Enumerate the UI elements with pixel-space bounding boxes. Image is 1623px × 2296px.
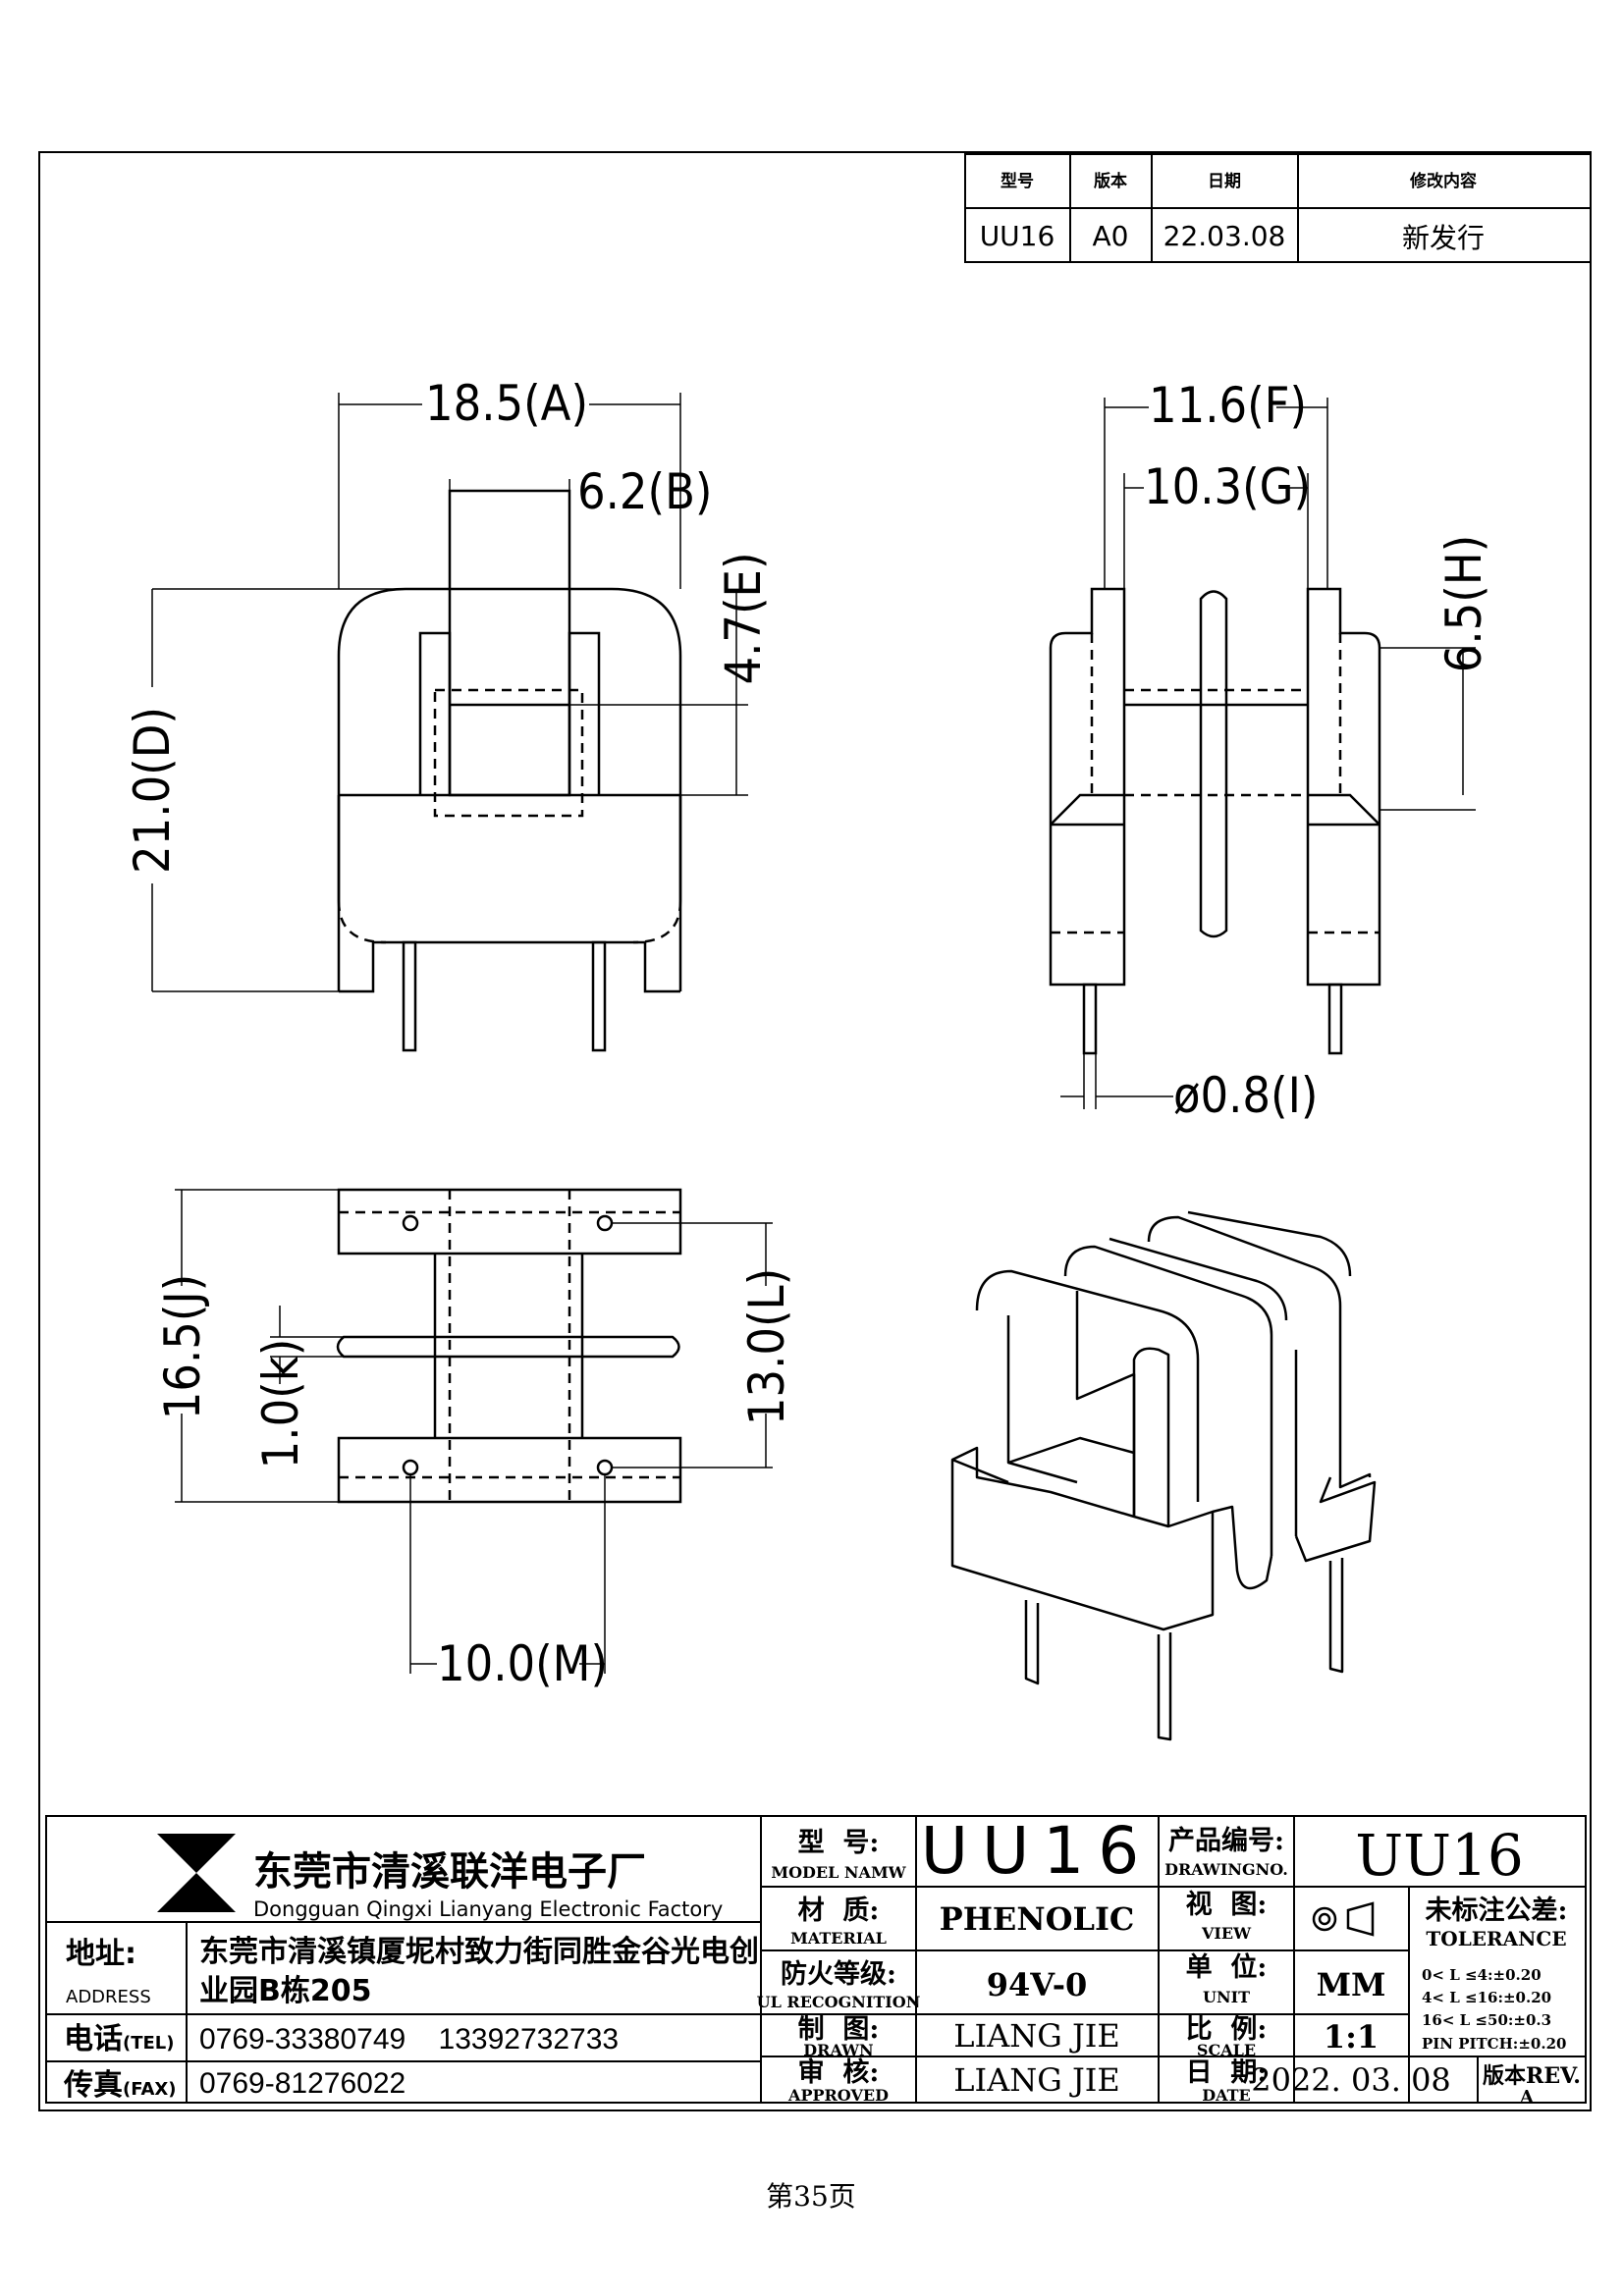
dim-H: 6.5(H) xyxy=(1435,535,1492,672)
tolerance-label-en: TOLERANCE xyxy=(1426,1927,1566,1950)
address-line1: 东莞市清溪镇厦坭村致力街同胜金谷光电创 xyxy=(199,1935,759,1969)
rev-header-date: 日期 xyxy=(1208,172,1241,191)
scale-label: 比 例: xyxy=(1186,2014,1268,2045)
address-label-en: ADDRESS xyxy=(66,1987,151,2007)
drawing-no-label-en: DRAWINGNO. xyxy=(1164,1860,1288,1879)
unit-value: MM xyxy=(1317,1966,1386,2003)
scale-value: 1:1 xyxy=(1324,2018,1379,2056)
date-label: 日 期: xyxy=(1186,2057,1268,2088)
tolerance-line-2: 4< L ≤16:±0.20 xyxy=(1422,1989,1551,2006)
front-dimensions xyxy=(151,393,748,992)
rev-row-model: UU16 xyxy=(980,220,1055,252)
projection-symbol-icon xyxy=(1312,1901,1375,1937)
dim-F: 11.6(F) xyxy=(1149,377,1307,434)
page-number: 第35页 xyxy=(766,2180,856,2213)
fire-value: 94V-0 xyxy=(987,1966,1088,2003)
sheet-border xyxy=(38,151,1592,2111)
dim-E: 4.7(E) xyxy=(715,552,772,684)
material-label-en: MATERIAL xyxy=(790,1929,887,1948)
dim-D: 21.0(D) xyxy=(124,707,181,874)
drawn-value: LIANG JIE xyxy=(953,2017,1120,2055)
address-label: 地址: xyxy=(66,1937,136,1971)
front-view xyxy=(337,489,682,1052)
tolerance-line-4: PIN PITCH:±0.20 xyxy=(1422,2035,1566,2053)
fire-label-en: UL RECOGNITION xyxy=(757,1993,921,2011)
rev-header-model: 型号 xyxy=(1001,171,1034,191)
company-name-en: Dongguan Qingxi Lianyang Electronic Fact… xyxy=(253,1897,723,1921)
model-value: UU16 xyxy=(921,1813,1154,1889)
isometric-view xyxy=(950,1210,1377,1741)
bottom-dimensions xyxy=(175,1189,773,1674)
dim-A: 18.5(A) xyxy=(425,375,588,432)
dim-B: 6.2(B) xyxy=(577,463,712,520)
tolerance-label: 未标注公差: xyxy=(1426,1895,1568,1926)
side-dimensions xyxy=(1060,398,1476,1109)
dim-K: 1.0(k) xyxy=(252,1339,309,1469)
drawing-no-value: UU16 xyxy=(1355,1822,1524,1889)
model-label-en: MODEL NAMW xyxy=(771,1863,906,1882)
rev-label: 版本REV. xyxy=(1483,2063,1581,2089)
dim-G: 10.3(G) xyxy=(1144,458,1311,515)
date-value: 2022. 03. 08 xyxy=(1251,2061,1451,2099)
rev-header-content: 修改内容 xyxy=(1409,171,1477,191)
dim-M: 10.0(M) xyxy=(437,1635,608,1692)
unit-label: 单 位: xyxy=(1186,1951,1268,1983)
company-name-cn: 东莞市清溪联洋电子厂 xyxy=(253,1849,646,1895)
drawn-label: 制 图: xyxy=(798,2014,880,2045)
company-logo xyxy=(157,1834,236,1912)
dim-J: 16.5(J) xyxy=(154,1274,211,1420)
scale-label-en: SCALE xyxy=(1197,2041,1256,2059)
rev-row-date: 22.03.08 xyxy=(1163,220,1286,252)
view-label-en: VIEW xyxy=(1201,1924,1252,1943)
bottom-view xyxy=(336,1188,682,1504)
rev-value: A xyxy=(1519,2087,1535,2108)
rev-row-rev: A0 xyxy=(1093,220,1129,252)
dim-L: 13.0(L) xyxy=(738,1268,795,1425)
rev-header-rev: 版本 xyxy=(1094,171,1127,191)
dim-I: ø0.8(I) xyxy=(1173,1067,1318,1124)
fire-label: 防火等级: xyxy=(781,1958,896,1990)
view-label: 视 图: xyxy=(1186,1890,1268,1920)
side-view xyxy=(1049,587,1381,1055)
unit-label-en: UNIT xyxy=(1203,1988,1250,2006)
material-value: PHENOLIC xyxy=(940,1900,1135,1938)
approved-label: 审 核: xyxy=(798,2056,880,2088)
rev-row-content: 新发行 xyxy=(1402,222,1485,254)
revision-table xyxy=(964,153,1592,263)
date-label-en: DATE xyxy=(1202,2086,1251,2105)
title-block-lines xyxy=(45,1815,1587,2104)
fax-value: 0769-81276022 xyxy=(199,2067,406,2100)
approved-value: LIANG JIE xyxy=(953,2061,1120,2099)
tolerance-line-3: 16< L ≤50:±0.3 xyxy=(1422,2011,1551,2029)
tel-label: 电话(TEL) xyxy=(64,2022,175,2056)
drawn-label-en: DRAWN xyxy=(803,2041,873,2059)
tolerance-line-1: 0< L ≤4:±0.20 xyxy=(1422,1966,1542,1984)
model-label: 型 号: xyxy=(798,1828,880,1858)
approved-label-en: APPROVED xyxy=(787,2086,889,2105)
address-line2: 业园B栋205 xyxy=(199,1974,372,2008)
material-label: 材 质: xyxy=(798,1896,880,1926)
drawing-no-label: 产品编号: xyxy=(1168,1825,1284,1856)
fax-label: 传真(FAX) xyxy=(63,2068,177,2103)
tel-value: 0769-33380749 13392732733 xyxy=(199,2023,619,2056)
